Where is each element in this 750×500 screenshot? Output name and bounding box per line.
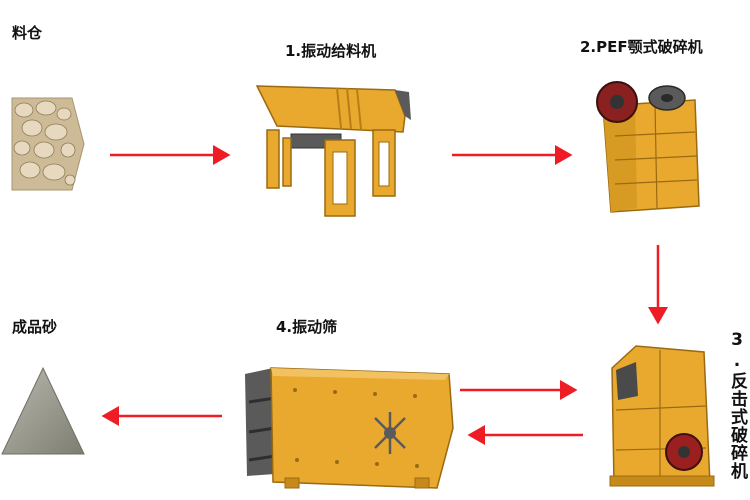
vibrating-screen-label: 4.振动筛 xyxy=(276,318,338,336)
impact-crusher-image xyxy=(609,345,715,487)
impact-crusher-label: 3.反击式破碎机 xyxy=(727,330,747,480)
jaw-crusher-label: 2.PEF颚式破碎机 xyxy=(580,38,703,56)
raw-bin-label: 料仓 xyxy=(12,24,43,42)
jaw-crusher-image xyxy=(596,81,700,213)
finished-sand-label: 成品砂 xyxy=(12,318,58,336)
raw-stone-pile-image xyxy=(11,97,85,191)
vibrating-screen-image xyxy=(245,367,454,489)
vibrating-feeder-label: 1.振动给料机 xyxy=(285,42,377,60)
vibrating-feeder-image xyxy=(255,85,411,217)
finished-sand-pile-image xyxy=(1,366,85,455)
